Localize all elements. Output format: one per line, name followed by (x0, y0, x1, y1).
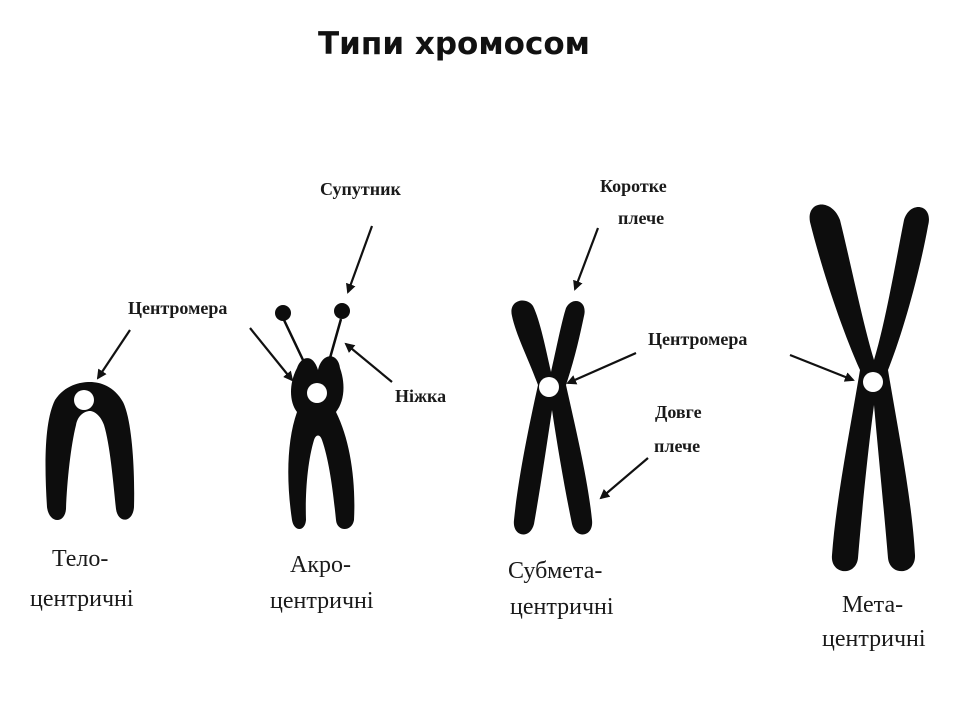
arrow-short-arm (573, 227, 600, 291)
arrow-satellite (346, 225, 374, 294)
caption-submeta-line2: центричні (510, 594, 614, 620)
arrow-stalk (344, 342, 393, 383)
label-short-arm-line2: плече (618, 208, 664, 228)
arrow-centromere-acro (249, 327, 294, 382)
arrow-long-arm (599, 457, 649, 500)
label-short-arm-line1: Коротке (600, 176, 667, 196)
caption-meta-line2: центричні (822, 626, 926, 652)
caption-submeta-line1: Субмета- (508, 558, 602, 584)
arrow-centromere-meta (789, 353, 855, 382)
label-satellite: Супутник (320, 179, 402, 199)
label-centromere-right: Центромера (648, 329, 747, 349)
label-centromere-left: Центромера (128, 298, 227, 318)
label-long-arm-line2: плече (654, 436, 700, 456)
page-title: Типи хромосом (318, 26, 590, 62)
acrocentric-chromosome (275, 303, 355, 529)
caption-telo-line2: центричні (30, 586, 134, 612)
telocentric-chromosome (45, 382, 135, 521)
label-long-arm-line1: Довге (655, 402, 702, 422)
caption-telo-line1: Тело- (52, 546, 108, 572)
label-stalk: Ніжка (395, 386, 446, 406)
submetacentric-chromosome (511, 300, 593, 535)
arrow-centromere-submeta (566, 351, 637, 385)
caption-acro-line1: Акро- (290, 552, 351, 578)
caption-meta-line1: Мета- (842, 592, 903, 618)
metacentric-chromosome (809, 204, 929, 572)
arrow-centromere-telo (96, 329, 131, 380)
caption-acro-line2: центричні (270, 588, 374, 614)
